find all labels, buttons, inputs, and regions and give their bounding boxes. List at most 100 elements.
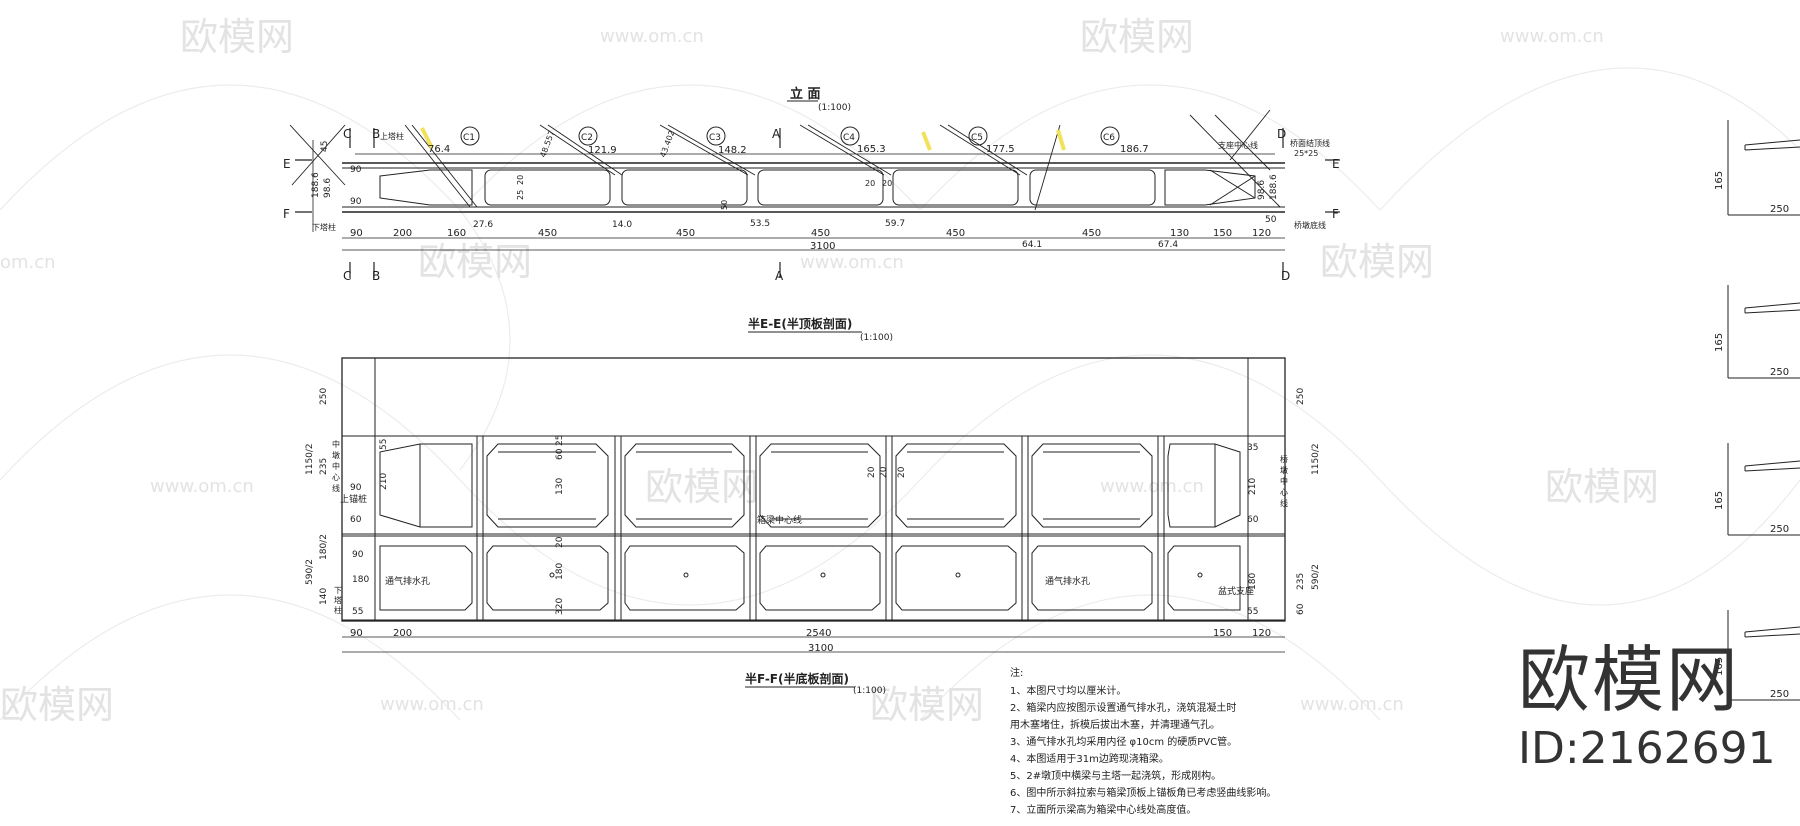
plan-left-vert-label: 线 bbox=[332, 483, 340, 493]
plan-bottom-total: 3100 bbox=[808, 643, 833, 654]
plan-right-dim: 250 bbox=[1296, 388, 1306, 405]
plan-bottom-left-vert-label: 塔 bbox=[334, 595, 342, 605]
elev-right-label: 桥面结顶线 bbox=[1290, 138, 1330, 148]
plan-bottom-dim: 90 bbox=[350, 628, 363, 639]
plan-bottom-scale: (1:100) bbox=[853, 686, 886, 696]
elev-right-label: 支座中心线 bbox=[1218, 140, 1258, 150]
section-marker-c: C bbox=[343, 127, 351, 141]
elevation-view: 立 面 (1:100) bbox=[283, 86, 1340, 283]
elevation-total: 3100 bbox=[810, 241, 835, 252]
pier-label-c4: C4 bbox=[843, 133, 855, 143]
support-label: 盆式支座 bbox=[1218, 585, 1254, 597]
side-dim: 165 bbox=[1714, 171, 1725, 190]
note-item: 6、图中所示斜拉索与箱梁顶板上锚板角已考虑竖曲线影响。 bbox=[1010, 786, 1276, 799]
pier-label-c3: C3 bbox=[709, 133, 721, 143]
plan-left-vert-label: 中 bbox=[332, 439, 340, 449]
plan-bottom-dim: 200 bbox=[393, 628, 412, 639]
side-dim: 165 bbox=[1714, 657, 1725, 676]
plan-bottom-dim: 2540 bbox=[806, 628, 831, 639]
note-item: 2、箱梁内应按图示设置通气排水孔，浇筑混凝土时 bbox=[1010, 701, 1236, 714]
plan-bottom-inner-dim: 20 bbox=[555, 536, 565, 548]
plan-left-vert-label: 墩 bbox=[332, 450, 340, 460]
mid-small-dim: 20 bbox=[882, 179, 892, 188]
plan-right-dim: 60 bbox=[1247, 515, 1259, 525]
brand-name: 欧模网 bbox=[1518, 638, 1741, 722]
top-dim: 177.5 bbox=[986, 144, 1015, 155]
watermark-logo: 欧模网 bbox=[1320, 240, 1434, 284]
bottom-dim: 450 bbox=[946, 228, 965, 239]
plan-inner-dim: 55 bbox=[379, 439, 389, 450]
elev-left-label: 下塔柱 bbox=[312, 222, 336, 232]
plan-top-title: 半E-E(半顶板剖面) bbox=[748, 316, 852, 331]
watermark-site: www.om.cn bbox=[380, 694, 484, 715]
section-marker-a: A bbox=[772, 127, 781, 141]
brand-id: ID:2162691 bbox=[1518, 723, 1776, 774]
plan-view: 半E-E(半顶板剖面) (1:100) bbox=[305, 316, 1321, 696]
plan-bottom-left-dim: 590/2 bbox=[305, 559, 315, 585]
mid-small-dim: 20 bbox=[516, 175, 525, 185]
watermark-logo: 欧模网 bbox=[180, 15, 294, 59]
watermark-logo: 欧模网 bbox=[870, 683, 984, 727]
plan-left-label: 上锚桩 bbox=[340, 493, 367, 505]
plan-right-vert-label: 中 bbox=[1280, 476, 1288, 486]
plan-left-dim: 1150/2 bbox=[305, 443, 315, 475]
bottom-small-dim: 14.0 bbox=[612, 220, 632, 230]
watermark-site: www.om.cn bbox=[1500, 26, 1604, 47]
bottom-dim: 450 bbox=[811, 228, 830, 239]
mid-small-dim: 25 bbox=[516, 190, 525, 200]
plan-left-vert-label: 心 bbox=[332, 473, 340, 482]
note-item: 4、本图适用于31m边跨现浇箱梁。 bbox=[1010, 752, 1169, 765]
watermark-logo: 欧模网 bbox=[645, 465, 759, 509]
left-vert-dim: 90 bbox=[350, 197, 362, 207]
plan-bottom-right-dim: 590/2 bbox=[1311, 564, 1321, 590]
watermark-site: om.cn bbox=[0, 252, 56, 273]
plan-bottom-right-dim: 180 bbox=[1248, 573, 1258, 590]
plan-bottom-right-dim: 55 bbox=[1247, 607, 1258, 617]
plan-bottom-inner-dim: 320 bbox=[555, 598, 565, 615]
section-marker-b: B bbox=[372, 269, 380, 283]
plan-center-line: 箱梁中心线 bbox=[757, 514, 802, 526]
notes-title: 注: bbox=[1010, 666, 1023, 679]
bottom-small-dim: 67.4 bbox=[1158, 240, 1178, 250]
side-dim: 165 bbox=[1714, 333, 1725, 352]
section-marker-f: F bbox=[1332, 207, 1339, 221]
plan-bottom-left-dim: 180 bbox=[352, 575, 369, 585]
plan-left-dim: 90 bbox=[350, 483, 362, 493]
mid-small-dim: 20 bbox=[865, 179, 875, 188]
top-dim: 148.2 bbox=[718, 145, 747, 156]
watermark-logo: 欧模网 bbox=[1080, 15, 1194, 59]
plan-left-dim: 60 bbox=[350, 515, 362, 525]
elevation-scale: (1:100) bbox=[818, 103, 851, 113]
section-marker-e: E bbox=[283, 157, 291, 171]
vent-label: 通气排水孔 bbox=[1045, 575, 1090, 587]
pier-label-c2: C2 bbox=[581, 133, 593, 143]
plan-right-dim: 1150/2 bbox=[1311, 443, 1321, 475]
plan-right-dim: 210 bbox=[1248, 478, 1258, 495]
plan-bottom-left-dim: 180/2 bbox=[319, 534, 329, 560]
note-item: 3、通气排水孔均采用内径 φ10cm 的硬质PVC管。 bbox=[1010, 735, 1237, 748]
plan-inner-dim: 25 bbox=[555, 435, 565, 446]
bottom-small-dim: 64.1 bbox=[1022, 240, 1042, 250]
bottom-dim: 450 bbox=[538, 228, 557, 239]
plan-right-vert-label: 墩 bbox=[1280, 465, 1288, 475]
bottom-dim: 160 bbox=[447, 228, 466, 239]
side-dim: 250 bbox=[1770, 689, 1789, 700]
pier-label-c5: C5 bbox=[971, 133, 983, 143]
watermark-site: www.om.cn bbox=[1300, 694, 1404, 715]
plan-left-vert-label: 中 bbox=[332, 461, 340, 471]
side-details: 165 250 165 250 165 250 165 250 bbox=[1714, 120, 1800, 701]
watermark-site: www.om.cn bbox=[150, 476, 254, 497]
right-vert-dim: 50 bbox=[1265, 215, 1277, 225]
note-item: 用木塞堵住，拆模后拔出木塞，并清理通气孔。 bbox=[1010, 718, 1220, 731]
top-dim: 165.3 bbox=[857, 144, 886, 155]
elev-right-top-dim: 25*25 bbox=[1294, 149, 1318, 158]
plan-top-scale: (1:100) bbox=[860, 333, 893, 343]
pier-label-c6: C6 bbox=[1103, 133, 1115, 143]
side-dim: 165 bbox=[1714, 491, 1725, 510]
section-marker-b: B bbox=[372, 127, 380, 141]
bottom-dim: 200 bbox=[393, 228, 412, 239]
bottom-dim: 450 bbox=[1082, 228, 1101, 239]
section-marker-a: A bbox=[775, 269, 784, 283]
bottom-small-dim: 59.7 bbox=[885, 219, 905, 229]
